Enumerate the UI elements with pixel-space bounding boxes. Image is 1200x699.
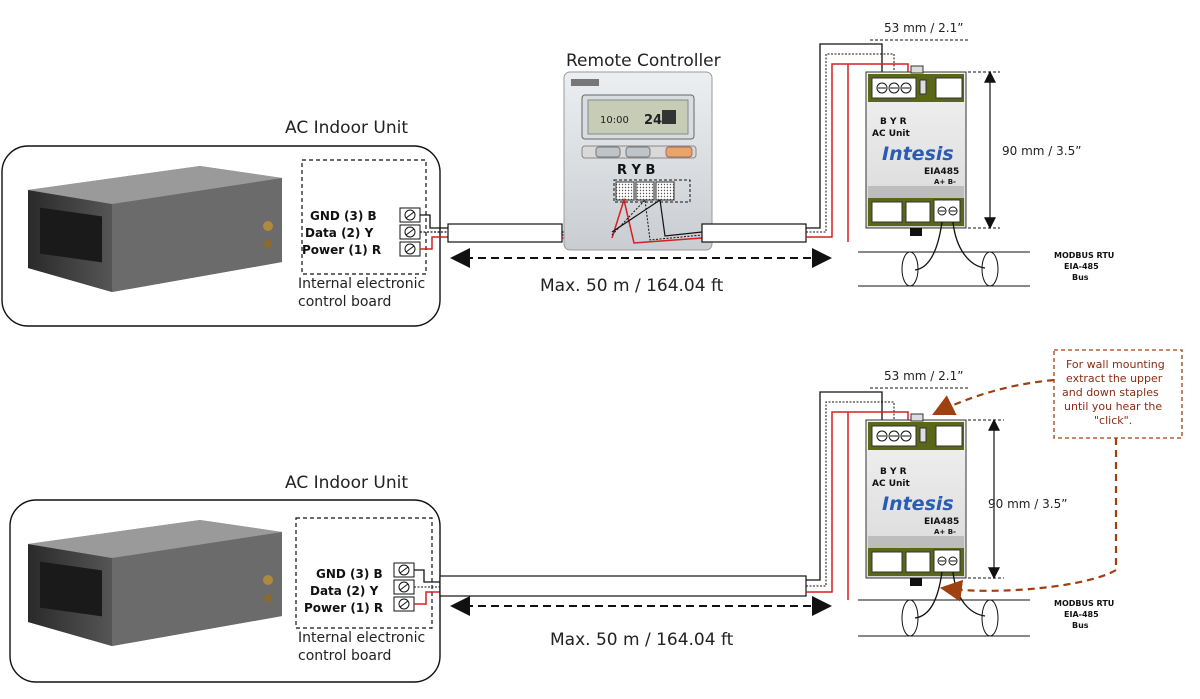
remote-controller-title: Remote Controller: [566, 51, 721, 71]
distance-label: Max. 50 m / 164.04 ft: [540, 276, 724, 296]
device-ab-label-bottom: A+ B-: [934, 528, 956, 536]
cable-segment-right: [701, 223, 807, 243]
lcd-temp: 24: [644, 113, 662, 128]
terminal-power-label: Power (1) R: [302, 243, 381, 257]
ac-unit-image: [28, 166, 282, 292]
remote-terminal-block: [613, 179, 691, 203]
board-label-line1-bottom: Internal electronic: [298, 630, 425, 646]
terminal-power-label-bottom: Power (1) R: [304, 601, 383, 615]
bus-label-1: MODBUS RTU: [1054, 251, 1114, 260]
ac-indoor-unit-title-bottom: AC Indoor Unit: [285, 473, 408, 493]
control-board-box-bottom: [295, 517, 433, 629]
device-brand-bottom: Intesis: [882, 493, 954, 515]
modbus-bus: [858, 221, 1030, 287]
device-acunit-label: AC Unit: [872, 129, 911, 139]
board-label-line2: control board: [298, 294, 391, 310]
cable-segment-left: [447, 223, 563, 243]
terminal-gnd-label: GND (3) B: [310, 209, 377, 223]
ac-indoor-unit-title: AC Indoor Unit: [285, 118, 408, 138]
wires-ac-side: [420, 214, 448, 250]
note-line-1: For wall mounting: [1066, 358, 1165, 371]
lcd-time: 10:00: [600, 115, 629, 126]
device-acunit-label-bottom: AC Unit: [872, 479, 911, 489]
note-line-3: and down staples: [1062, 386, 1159, 399]
height-dim: 90 mm / 3.5”: [1002, 144, 1081, 158]
distance-label-bottom: Max. 50 m / 164.04 ft: [550, 630, 734, 650]
top-diagram: AC Indoor Unit GND (3) B Data (2) Y Powe…: [1, 21, 1114, 327]
device-byr-label-bottom: B Y R: [880, 467, 907, 477]
bus-label-3-bottom: Bus: [1072, 621, 1089, 630]
note-arrow-lower: [939, 438, 1118, 602]
note-line-4: until you hear the: [1064, 400, 1162, 413]
note-line-2: extract the upper: [1066, 372, 1163, 385]
cable-segment-bottom: [439, 575, 807, 597]
terminal-screws-bottom: [393, 562, 415, 612]
bus-label-2-bottom: EIA-485: [1064, 610, 1099, 619]
terminal-gnd-label-bottom: GND (3) B: [316, 567, 383, 581]
remote-ryb-label: R Y B: [617, 163, 655, 178]
device-brand: Intesis: [882, 143, 954, 165]
device-ab-label: A+ B-: [934, 178, 956, 186]
note-arrow-upper: [932, 378, 1055, 415]
bottom-diagram: AC Indoor Unit GND (3) B Data (2) Y Powe…: [9, 349, 1183, 683]
terminal-data-label-bottom: Data (2) Y: [310, 584, 379, 598]
device-byr-label: B Y R: [880, 117, 907, 127]
device-model-bottom: EIA485: [924, 517, 959, 527]
ac-frame: [1, 145, 441, 327]
bus-label-3: Bus: [1072, 273, 1089, 282]
wall-mounting-note-box: [1053, 349, 1183, 439]
wires-ac-side-bottom: [414, 569, 440, 605]
board-label-line2-bottom: control board: [298, 648, 391, 664]
intesis-device: [865, 65, 967, 236]
modbus-bus-bottom: [858, 571, 1030, 637]
note-line-5: "click".: [1094, 414, 1132, 427]
intesis-device-bottom: [865, 413, 967, 586]
height-dim-bottom: 90 mm / 3.5”: [988, 497, 1067, 511]
remote-controller: 10:00 24: [563, 71, 713, 251]
device-model: EIA485: [924, 167, 959, 177]
board-label-line1: Internal electronic: [298, 276, 425, 292]
width-dim: 53 mm / 2.1”: [884, 21, 963, 35]
terminal-screws: [399, 207, 421, 257]
terminal-data-label: Data (2) Y: [305, 226, 374, 240]
ac-unit-image-bottom: [28, 520, 282, 646]
bus-label-2: EIA-485: [1064, 262, 1099, 271]
width-dim-bottom: 53 mm / 2.1”: [884, 369, 963, 383]
bus-label-1-bottom: MODBUS RTU: [1054, 599, 1114, 608]
